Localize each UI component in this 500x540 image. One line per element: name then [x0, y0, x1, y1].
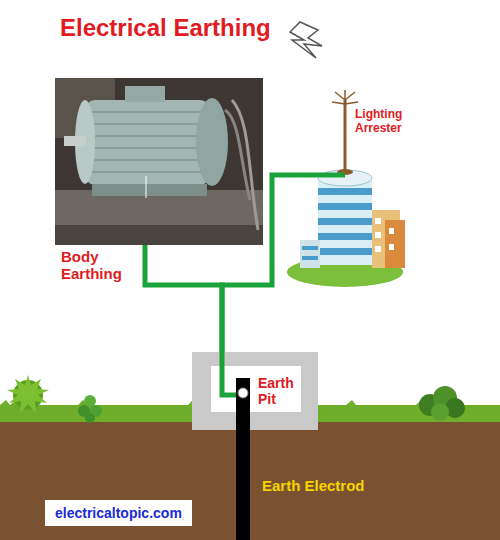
earth-electrode: [236, 378, 250, 540]
earth-wire: [222, 175, 285, 352]
earth-wire: [145, 245, 222, 352]
earth-pit-chamber: [192, 352, 318, 430]
bush: [78, 395, 102, 423]
bush: [7, 375, 49, 413]
watermark: electricaltopic.com: [45, 500, 192, 526]
node-heading: Body Earthing: [61, 248, 139, 283]
pit-label: Earth Pit: [258, 375, 300, 407]
earth-wire-line: [145, 245, 222, 352]
bush: [419, 386, 465, 421]
arrester-label: Lighting Arrester: [355, 108, 417, 136]
motor-photo-box: Body Earthing: [55, 78, 263, 245]
part-label: Earth Electrod: [262, 477, 365, 494]
clamp-bolt: [238, 388, 248, 398]
earth-pit-box: Earth Pit: [192, 352, 318, 430]
motor-photo: [55, 78, 263, 245]
lightning-bolt: [290, 22, 322, 58]
earth-wire-line: [222, 175, 285, 352]
building-box: Lighting Arrester: [285, 90, 405, 290]
diagram-title: Electrical Earthing: [60, 14, 271, 42]
